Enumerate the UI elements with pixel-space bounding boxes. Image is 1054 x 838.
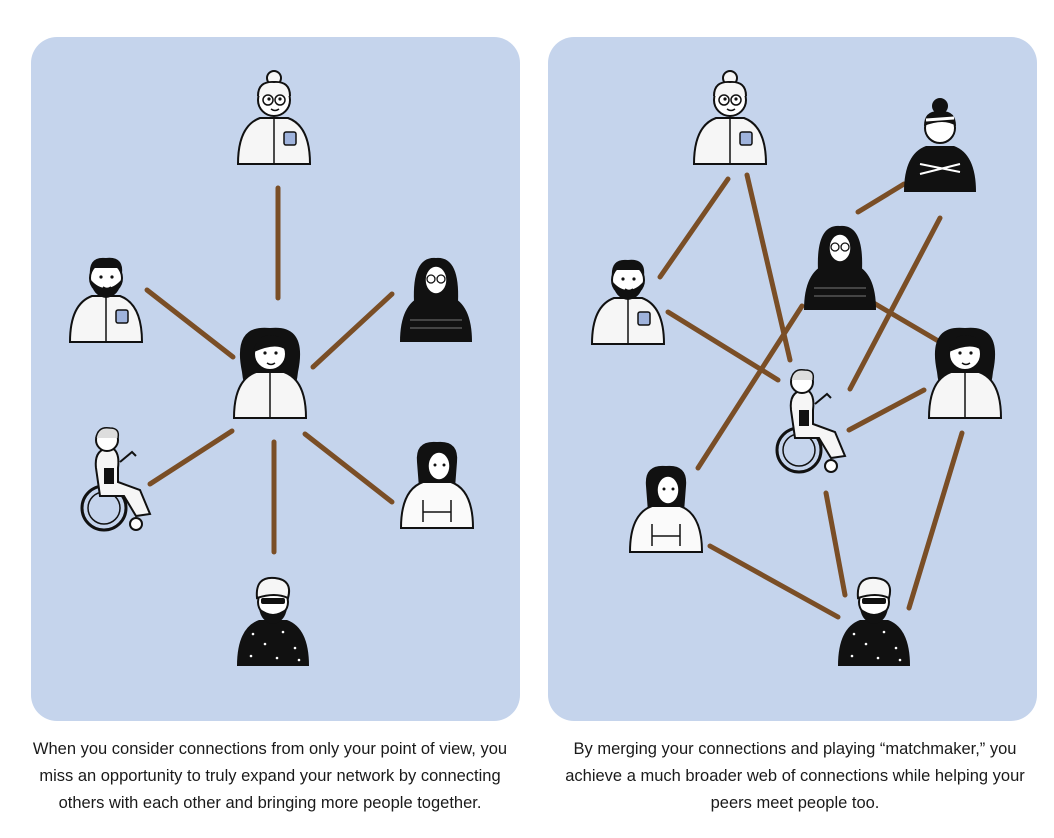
bearded-man-with-mug-figure: [592, 260, 664, 344]
wheelchair-user-figure: [775, 368, 847, 474]
woman-in-hijab-figure: [803, 224, 877, 311]
man-in-turban-figure: [236, 576, 310, 667]
man-in-turban-figure: [837, 576, 911, 667]
connection-lines-left: [144, 185, 395, 555]
connection-line: [855, 181, 907, 215]
older-woman-with-mug-figure: [694, 71, 766, 164]
connection-line: [869, 299, 943, 345]
connection-line: [823, 490, 848, 598]
bearded-man-with-mug-figure: [70, 258, 142, 342]
wheelchair-user-figure: [80, 426, 152, 532]
connection-lines-right: [657, 172, 965, 620]
woman-in-hijab-figure: [399, 256, 473, 343]
young-woman-figure: [929, 328, 1001, 418]
people-left: [70, 71, 474, 667]
connection-line: [695, 303, 805, 471]
connection-line: [147, 428, 235, 487]
woman-with-headband-figure: [902, 96, 978, 194]
people-right: [592, 71, 1001, 667]
connection-line: [846, 387, 927, 433]
connection-line: [744, 172, 793, 363]
long-haired-person-figure: [629, 464, 703, 553]
connection-line: [657, 176, 731, 280]
older-woman-with-mug-figure: [238, 71, 310, 164]
connection-line: [144, 287, 236, 360]
young-woman-center-figure: [234, 328, 306, 418]
long-haired-person-figure: [400, 440, 474, 529]
connection-line: [302, 431, 395, 505]
connection-line: [707, 543, 841, 620]
caption-matchmaker: By merging your connections and playing …: [565, 740, 1025, 812]
connection-line: [906, 430, 965, 611]
caption-own-viewpoint: When you consider connections from only …: [32, 740, 508, 812]
connection-line: [847, 215, 943, 392]
connection-line: [310, 291, 395, 370]
